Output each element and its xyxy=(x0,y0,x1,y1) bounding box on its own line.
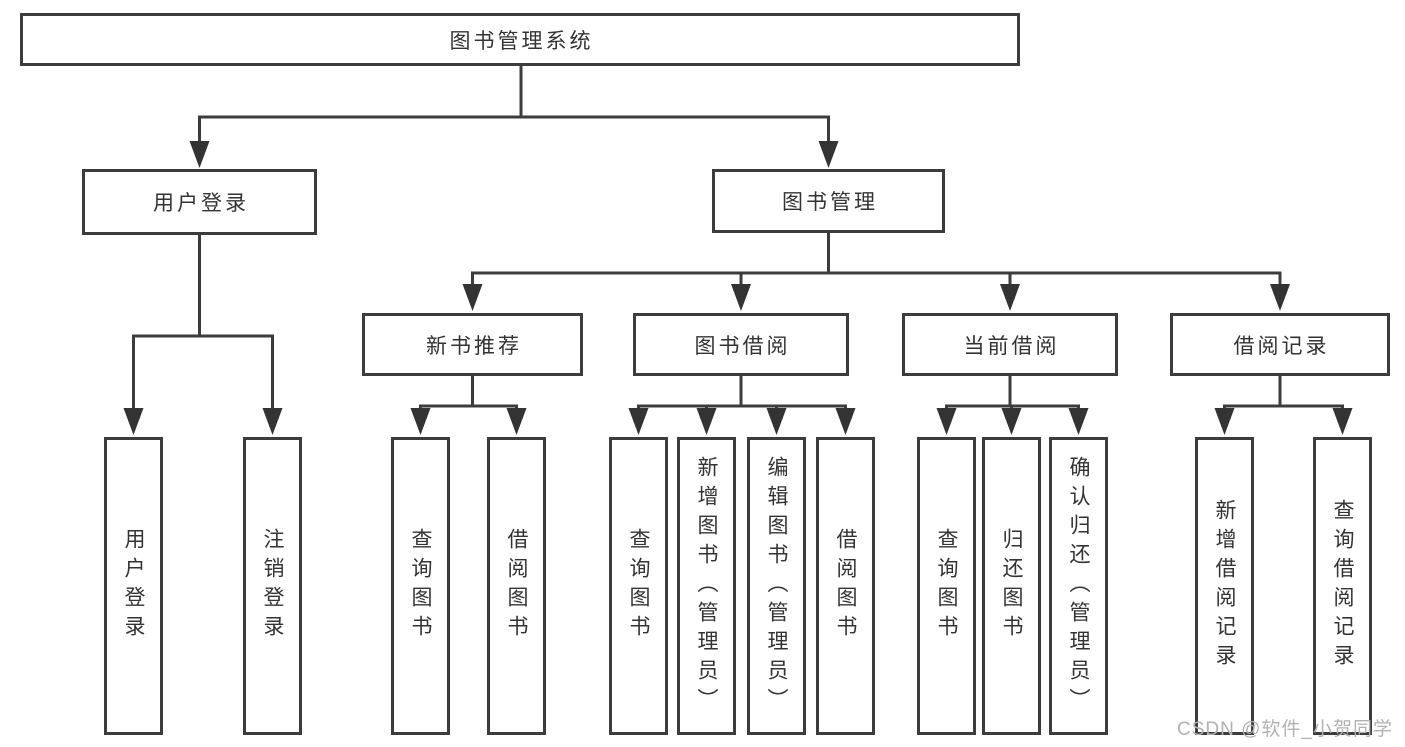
node-book-management: 图书管理 xyxy=(712,169,945,233)
leaf-edit-book-admin: 编辑图书（管理员） xyxy=(747,437,806,735)
node-label: 确认归还（管理员） xyxy=(1067,455,1090,717)
node-label: 编辑图书（管理员） xyxy=(765,455,788,717)
leaf-query-books-recommend: 查询图书 xyxy=(391,437,450,735)
node-label: 当前借阅 xyxy=(963,334,1060,358)
node-label: 新增借阅记录 xyxy=(1213,499,1236,673)
node-label: 借阅图书 xyxy=(505,528,528,644)
node-label: 用户登录 xyxy=(122,528,145,644)
leaf-query-borrow-record: 查询借阅记录 xyxy=(1313,437,1372,735)
leaf-borrow-books-recommend: 借阅图书 xyxy=(487,437,546,735)
leaf-query-books-current: 查询图书 xyxy=(917,437,976,735)
node-library-management-system: 图书管理系统 xyxy=(20,13,1020,66)
node-label: 新增图书（管理员） xyxy=(695,455,718,717)
node-label: 图书管理 xyxy=(782,191,878,214)
leaf-user-login: 用户登录 xyxy=(104,437,163,735)
arrowheads xyxy=(123,141,1353,435)
leaf-add-book-admin: 新增图书（管理员） xyxy=(677,437,736,735)
node-book-borrowing: 图书借阅 xyxy=(633,313,849,376)
node-label: 查询图书 xyxy=(935,528,958,644)
leaf-confirm-return-admin: 确认归还（管理员） xyxy=(1049,437,1108,735)
node-borrowing-records: 借阅记录 xyxy=(1170,313,1390,376)
node-label: 查询借阅记录 xyxy=(1331,499,1354,673)
node-label: 用户登录 xyxy=(153,192,249,215)
node-label: 图书借阅 xyxy=(694,334,791,358)
leaf-query-books-borrow: 查询图书 xyxy=(609,437,668,735)
leaf-return-book: 归还图书 xyxy=(982,437,1041,735)
node-label: 归还图书 xyxy=(1000,528,1023,644)
node-current-borrowing: 当前借阅 xyxy=(902,313,1118,376)
node-label: 新书推荐 xyxy=(426,334,522,358)
node-label: 图书管理系统 xyxy=(449,29,594,53)
node-label: 借阅记录 xyxy=(1233,334,1330,358)
leaf-add-borrow-record: 新增借阅记录 xyxy=(1195,437,1254,735)
node-label: 注销登录 xyxy=(261,528,284,644)
leaf-borrow-books: 借阅图书 xyxy=(816,437,875,735)
node-new-book-recommendation: 新书推荐 xyxy=(362,313,583,376)
node-label: 借阅图书 xyxy=(834,528,857,644)
node-user-login: 用户登录 xyxy=(82,169,317,235)
node-label: 查询图书 xyxy=(627,528,650,644)
node-label: 查询图书 xyxy=(409,528,432,644)
leaf-logout: 注销登录 xyxy=(243,437,302,735)
connector-lines xyxy=(132,66,1344,411)
watermark: CSDN @软件_小贺同学 xyxy=(1177,719,1393,740)
